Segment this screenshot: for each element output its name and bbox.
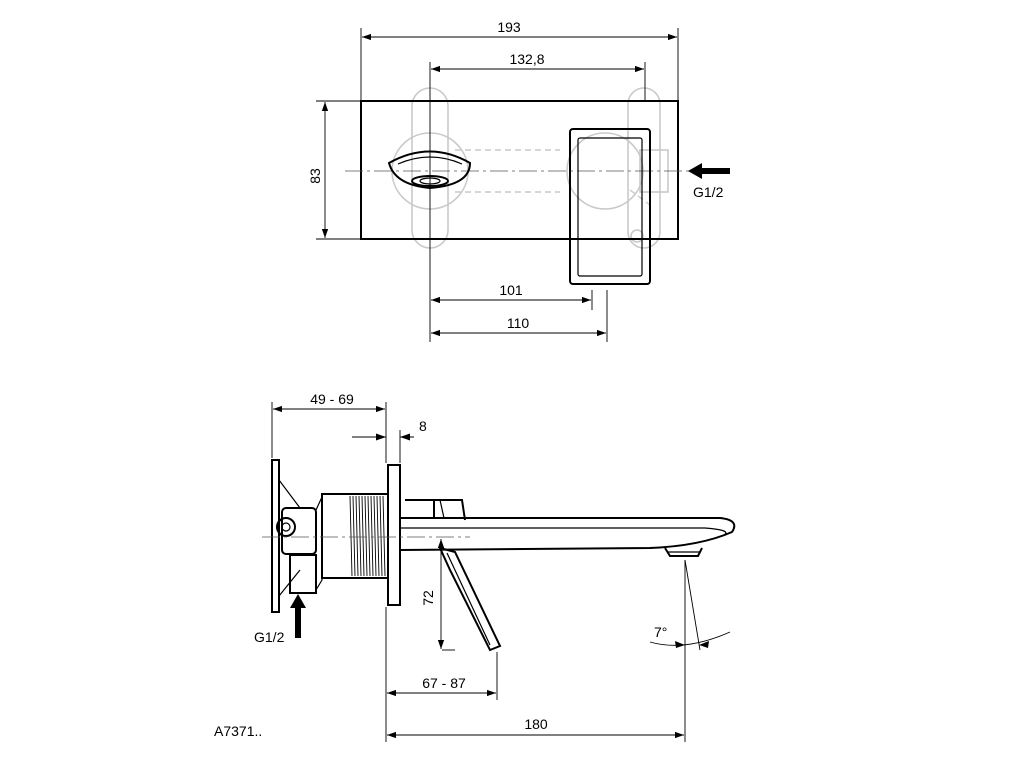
front-view-inlet-arrow	[688, 163, 730, 179]
thread-line	[364, 495, 368, 577]
front-view-ghost-outline	[391, 87, 669, 249]
side-view-spout	[399, 499, 736, 557]
side-view-dim-49-69: 49 - 69	[310, 391, 354, 407]
side-view-inlet-label: G1/2	[254, 629, 285, 645]
thread-line	[373, 495, 377, 577]
side-view: 49 - 69 8 72 67 - 87 180 7° G1/2	[254, 391, 736, 742]
front-view-dim-193: 193	[497, 19, 521, 35]
side-view-wall-plate	[387, 464, 401, 606]
thread-line	[370, 495, 374, 577]
side-view-extension-lines	[271, 402, 686, 742]
front-view-lever	[569, 128, 651, 285]
front-view-dim-132: 132,8	[509, 51, 544, 67]
thread-line	[367, 495, 371, 577]
thread-line	[382, 495, 386, 577]
front-view-dim-110: 110	[507, 315, 530, 331]
thread-line	[361, 495, 365, 577]
front-view-wall-plate	[360, 100, 679, 240]
side-view-thread-hatching	[349, 495, 386, 577]
drawing-code: A7371..	[214, 723, 262, 739]
thread-line	[349, 495, 353, 577]
thread-line	[352, 495, 356, 577]
front-view-dim-101: 101	[499, 282, 523, 298]
side-view-dim-8: 8	[419, 418, 427, 434]
front-view: 193 132,8 83 101 110 G1/2	[307, 19, 730, 342]
front-view-inlet-label: G1/2	[693, 184, 724, 200]
front-view-dim-83: 83	[307, 168, 323, 184]
side-view-lever	[438, 546, 502, 652]
front-view-extension-lines	[316, 28, 679, 342]
side-view-angle-marker	[649, 559, 731, 651]
side-view-angle-label: 7°	[654, 624, 667, 640]
side-view-dim-180: 180	[524, 716, 548, 732]
side-view-dim-72: 72	[420, 590, 436, 606]
thread-line	[358, 495, 362, 577]
side-view-concealed-body	[276, 493, 389, 594]
side-view-dim-67-87: 67 - 87	[422, 675, 466, 691]
front-view-spout	[387, 150, 472, 190]
thread-line	[379, 495, 383, 577]
thread-line	[376, 495, 380, 577]
side-view-inlet-arrow	[290, 594, 306, 638]
side-view-flange	[271, 459, 280, 613]
thread-line	[355, 495, 359, 577]
